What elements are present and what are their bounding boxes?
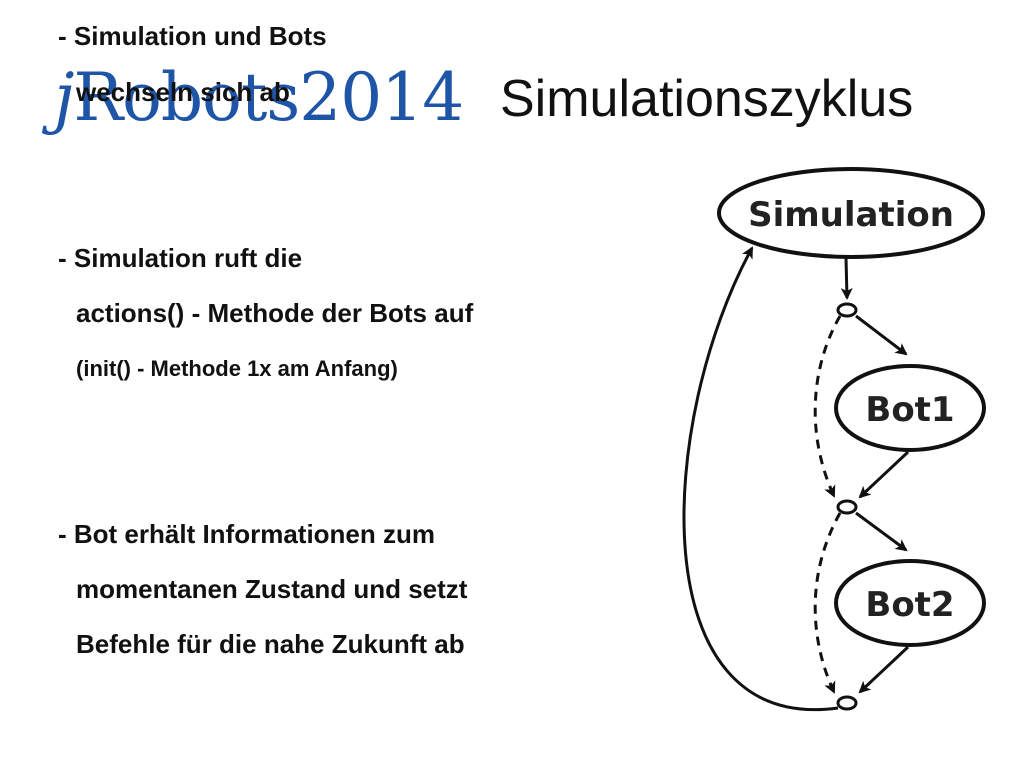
edge-junction-2-to-bot2: [855, 511, 908, 552]
junction-3: [836, 695, 858, 711]
bullet-2-line-1: - Simulation ruft die: [58, 243, 303, 273]
bullet-1-line-1: - Simulation und Bots: [58, 21, 327, 51]
bullet-1-line-2: wechseln sich ab: [76, 77, 290, 107]
bullet-2-line-2: actions() - Methode der Bots auf: [76, 298, 474, 328]
node-simulation: Simulation: [717, 167, 985, 259]
edge-bot1-to-junction-2: [858, 450, 910, 499]
edge-junction-2-to-junction-3-dashed: [813, 512, 842, 694]
jrobots-logo: jRobots2014: [54, 59, 464, 136]
node-bot1-label: Bot1: [865, 390, 954, 430]
node-simulation-label: Simulation: [748, 195, 954, 235]
edge-junction-3-to-simulation-loop: [682, 246, 839, 712]
node-bot1: Bot1: [834, 364, 986, 452]
node-bot2-label: Bot2: [865, 585, 954, 625]
bullet-2-line-3: (init() - Methode 1x am Anfang): [76, 356, 398, 381]
slide-title: Simulationszyklus: [500, 70, 914, 128]
edge-simulation-to-junction-1: [840, 257, 853, 300]
junction-1: [836, 302, 858, 318]
node-bot2: Bot2: [834, 559, 986, 647]
edge-bot2-to-junction-3: [858, 645, 910, 694]
bullet-3-line-2: momentanen Zustand und setzt: [76, 574, 468, 604]
bullet-3-line-3: Befehle für die nahe Zukunft ab: [76, 629, 465, 659]
junction-2: [836, 499, 858, 515]
edge-junction-1-to-junction-2-dashed: [813, 315, 842, 498]
bullet-3-line-1: - Bot erhält Informationen zum: [58, 519, 435, 549]
edge-junction-1-to-bot1: [855, 314, 908, 356]
